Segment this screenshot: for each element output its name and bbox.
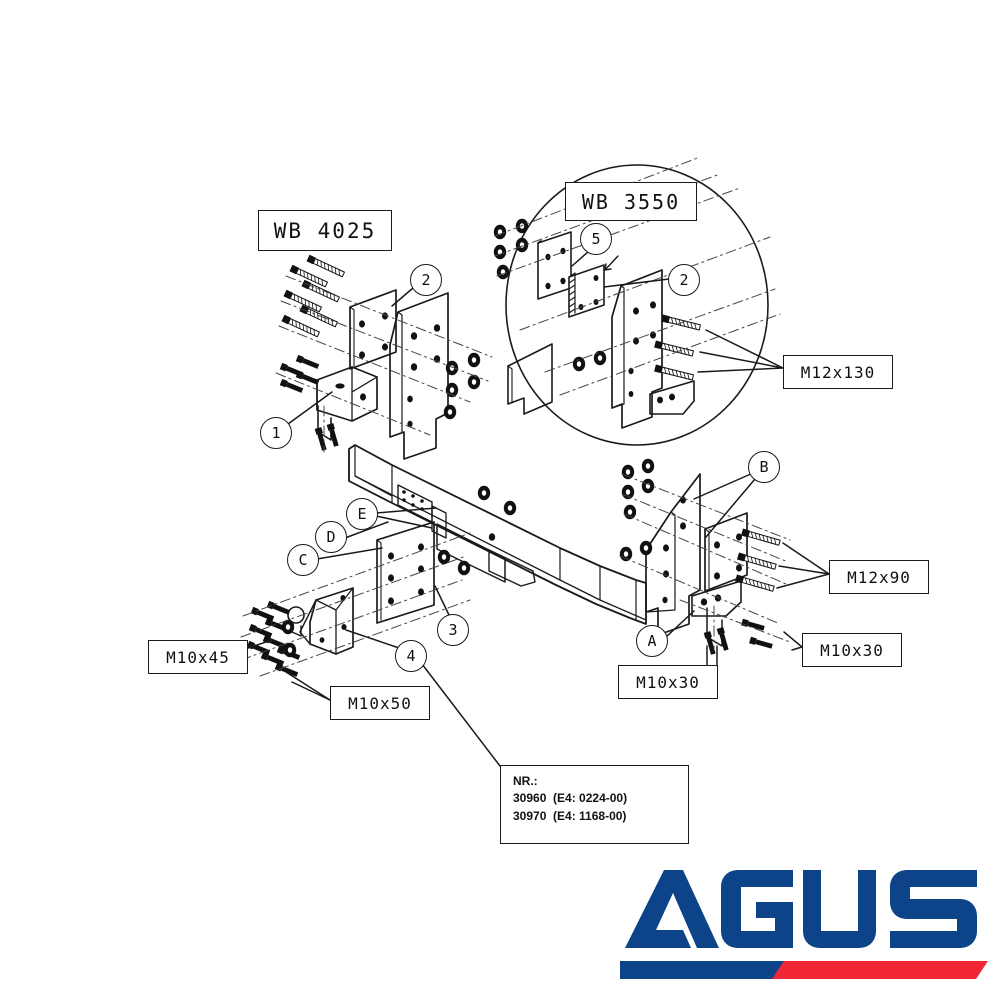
hardware-label-m12x90: M12x90 bbox=[829, 560, 929, 594]
callout-4: 4 bbox=[395, 640, 427, 672]
hardware-label-m10x30-lower: M10x30 bbox=[618, 665, 718, 699]
hardware-label-m10x30-right: M10x30 bbox=[802, 633, 902, 667]
leader-lines bbox=[229, 250, 830, 767]
callout-2-detail: 2 bbox=[668, 264, 700, 296]
part-number-header: NR.: bbox=[513, 774, 538, 788]
wb3550-detail-contents bbox=[493, 156, 781, 429]
hardware-label-m10x30-right-text: M10x30 bbox=[820, 640, 884, 660]
wb4025-left-assembly bbox=[275, 254, 493, 460]
hardware-label-m10x50: M10x50 bbox=[330, 686, 430, 720]
title-box-wb4025: WB 4025 bbox=[258, 210, 392, 251]
lower-left-assembly bbox=[240, 521, 471, 678]
detail-bubble-outline bbox=[505, 164, 769, 446]
callout-2-text: 2 bbox=[421, 271, 431, 289]
part-number-box: NR.: 30960 (E4: 0224-00) 30970 (E4: 1168… bbox=[500, 765, 689, 844]
callout-5: 5 bbox=[580, 223, 612, 255]
callout-2-detail-text: 2 bbox=[679, 271, 689, 289]
callout-d-text: D bbox=[326, 528, 336, 546]
hardware-label-m10x45-text: M10x45 bbox=[166, 647, 230, 667]
agus-logo-letters bbox=[625, 870, 977, 948]
callout-3-text: 3 bbox=[448, 621, 458, 639]
callout-c-text: C bbox=[298, 551, 308, 569]
hardware-label-m12x90-text: M12x90 bbox=[847, 567, 911, 587]
agus-logo-mark bbox=[620, 870, 988, 979]
callout-3: 3 bbox=[437, 614, 469, 646]
agus-logo bbox=[620, 862, 988, 984]
hardware-label-m10x45: M10x45 bbox=[148, 640, 248, 674]
hardware-label-m12x130-text: M12x130 bbox=[800, 362, 876, 382]
title-box-wb3550: WB 3550 bbox=[565, 182, 697, 221]
hardware-label-m10x50-text: M10x50 bbox=[348, 693, 412, 713]
callout-e: E bbox=[346, 498, 378, 530]
title-wb4025-text: WB 4025 bbox=[273, 218, 377, 243]
part-number-row-2: 30970 (E4: 1168-00) bbox=[513, 808, 627, 823]
callout-a-text: A bbox=[647, 632, 657, 650]
callout-4-text: 4 bbox=[406, 647, 416, 665]
callout-a: A bbox=[636, 625, 668, 657]
callout-1: 1 bbox=[260, 417, 292, 449]
callout-5-text: 5 bbox=[591, 230, 601, 248]
hardware-label-m10x30-lower-text: M10x30 bbox=[636, 672, 700, 692]
callout-1-text: 1 bbox=[271, 424, 281, 442]
title-wb3550-text: WB 3550 bbox=[581, 189, 681, 214]
agus-logo-stripe bbox=[620, 961, 988, 979]
callout-e-text: E bbox=[357, 505, 367, 523]
hardware-label-m12x130: M12x130 bbox=[783, 355, 893, 389]
callout-2: 2 bbox=[410, 264, 442, 296]
callout-c: C bbox=[287, 544, 319, 576]
callout-b-text: B bbox=[759, 458, 769, 476]
callout-b: B bbox=[748, 451, 780, 483]
callout-d: D bbox=[315, 521, 347, 553]
part-number-row-1: 30960 (E4: 0224-00) bbox=[513, 791, 628, 806]
